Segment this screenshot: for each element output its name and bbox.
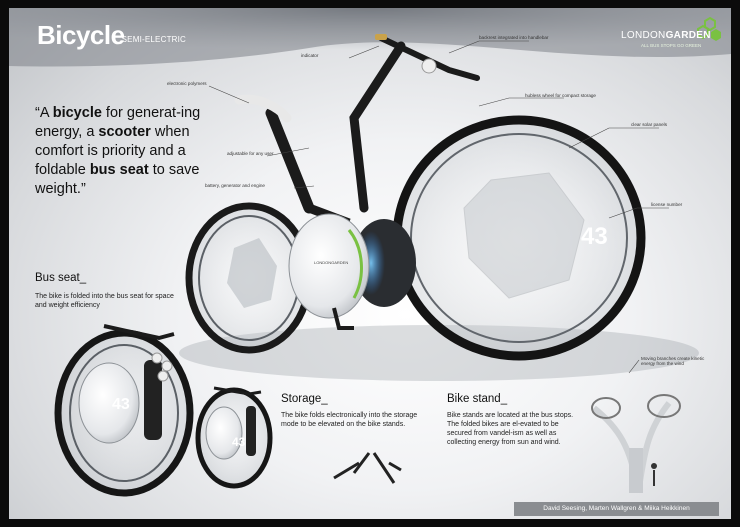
main-bicycle xyxy=(185,34,646,361)
kickstand xyxy=(332,307,354,330)
annotation-indicator: indicator xyxy=(301,53,319,58)
annotation-battery: battery, generator and engine xyxy=(205,183,265,188)
annotation-lines xyxy=(208,40,669,374)
license-number-main: 43 xyxy=(581,223,608,250)
header-band xyxy=(9,8,731,67)
handlebar xyxy=(378,35,480,81)
indicator-light xyxy=(375,34,387,40)
quote-bold: bus seat xyxy=(89,162,149,178)
annotation-solar: clear solar panels xyxy=(631,122,668,127)
bus-seat-illustration xyxy=(54,324,194,497)
quote-text: for generat-ing energy, a xyxy=(35,105,201,140)
section-title-storage: Storage_ xyxy=(281,393,328,405)
quote-bold: scooter xyxy=(98,124,151,140)
rear-hex-panel xyxy=(227,238,277,308)
folding-parts xyxy=(333,452,402,484)
annotation-polymers: electronic polymers xyxy=(167,81,207,86)
annotation-handlebar: backrest integrated into handlebar xyxy=(479,35,549,40)
hub-accent xyxy=(347,229,363,299)
steering-tube xyxy=(349,41,406,213)
section-title-bike-stand: Bike stand_ xyxy=(447,393,508,405)
seat-polymer xyxy=(234,94,292,123)
license-number-storage: 43 xyxy=(232,435,246,449)
front-hex-panel xyxy=(463,172,585,299)
section-title-bus-seat: Bus seat_ xyxy=(35,272,87,284)
logo-hexagons xyxy=(697,16,721,41)
poster: Bicycle _SEMI-ELECTRIC LONDONGARDEN ALL … xyxy=(9,8,731,519)
page-title: Bicycle xyxy=(37,20,125,50)
grip xyxy=(421,58,437,74)
bike-stand-illustration xyxy=(591,394,681,493)
quote-bold: bicycle xyxy=(52,105,102,121)
quote: “A bicycle for generat-ing energy, a sco… xyxy=(35,104,235,199)
annotation-branches: Moving branches create kinetic energy fr… xyxy=(641,356,705,366)
section-text-bike-stand: Bike stands are located at the bus stops… xyxy=(447,412,574,446)
page-subtitle: _SEMI-ELECTRIC xyxy=(117,35,187,44)
quote-text: “A xyxy=(35,105,53,121)
section-text-storage: The bike folds electronically into the s… xyxy=(281,412,418,428)
hub-motor xyxy=(288,213,370,319)
illustration-canvas xyxy=(9,8,731,497)
logo-part1: LONDON xyxy=(621,30,666,41)
logo: LONDONGARDEN xyxy=(621,30,711,41)
annotation-adjustable: adjustable for any user xyxy=(227,151,274,156)
quote-text: to save weight.” xyxy=(35,162,200,197)
logo-tagline: ALL BUS STOPS GO GREEN xyxy=(641,43,702,48)
storage-illustration xyxy=(195,386,273,489)
credits: David Seesing, Marten Wallgren & Miika H… xyxy=(514,502,719,516)
quote-text: when comfort is priority and a foldable xyxy=(35,124,190,178)
section-text-bus-seat: The bike is folded into the bus seat for… xyxy=(35,293,174,309)
license-number-bus-seat: 43 xyxy=(112,396,130,413)
seat-post xyxy=(265,107,315,214)
logo-part2: GARDEN xyxy=(665,30,711,41)
annotation-hubless: hubless wheel for compact storage xyxy=(525,93,596,98)
hub-brand: LONDONGARDEN xyxy=(314,260,349,265)
annotation-license: license number xyxy=(651,202,683,207)
